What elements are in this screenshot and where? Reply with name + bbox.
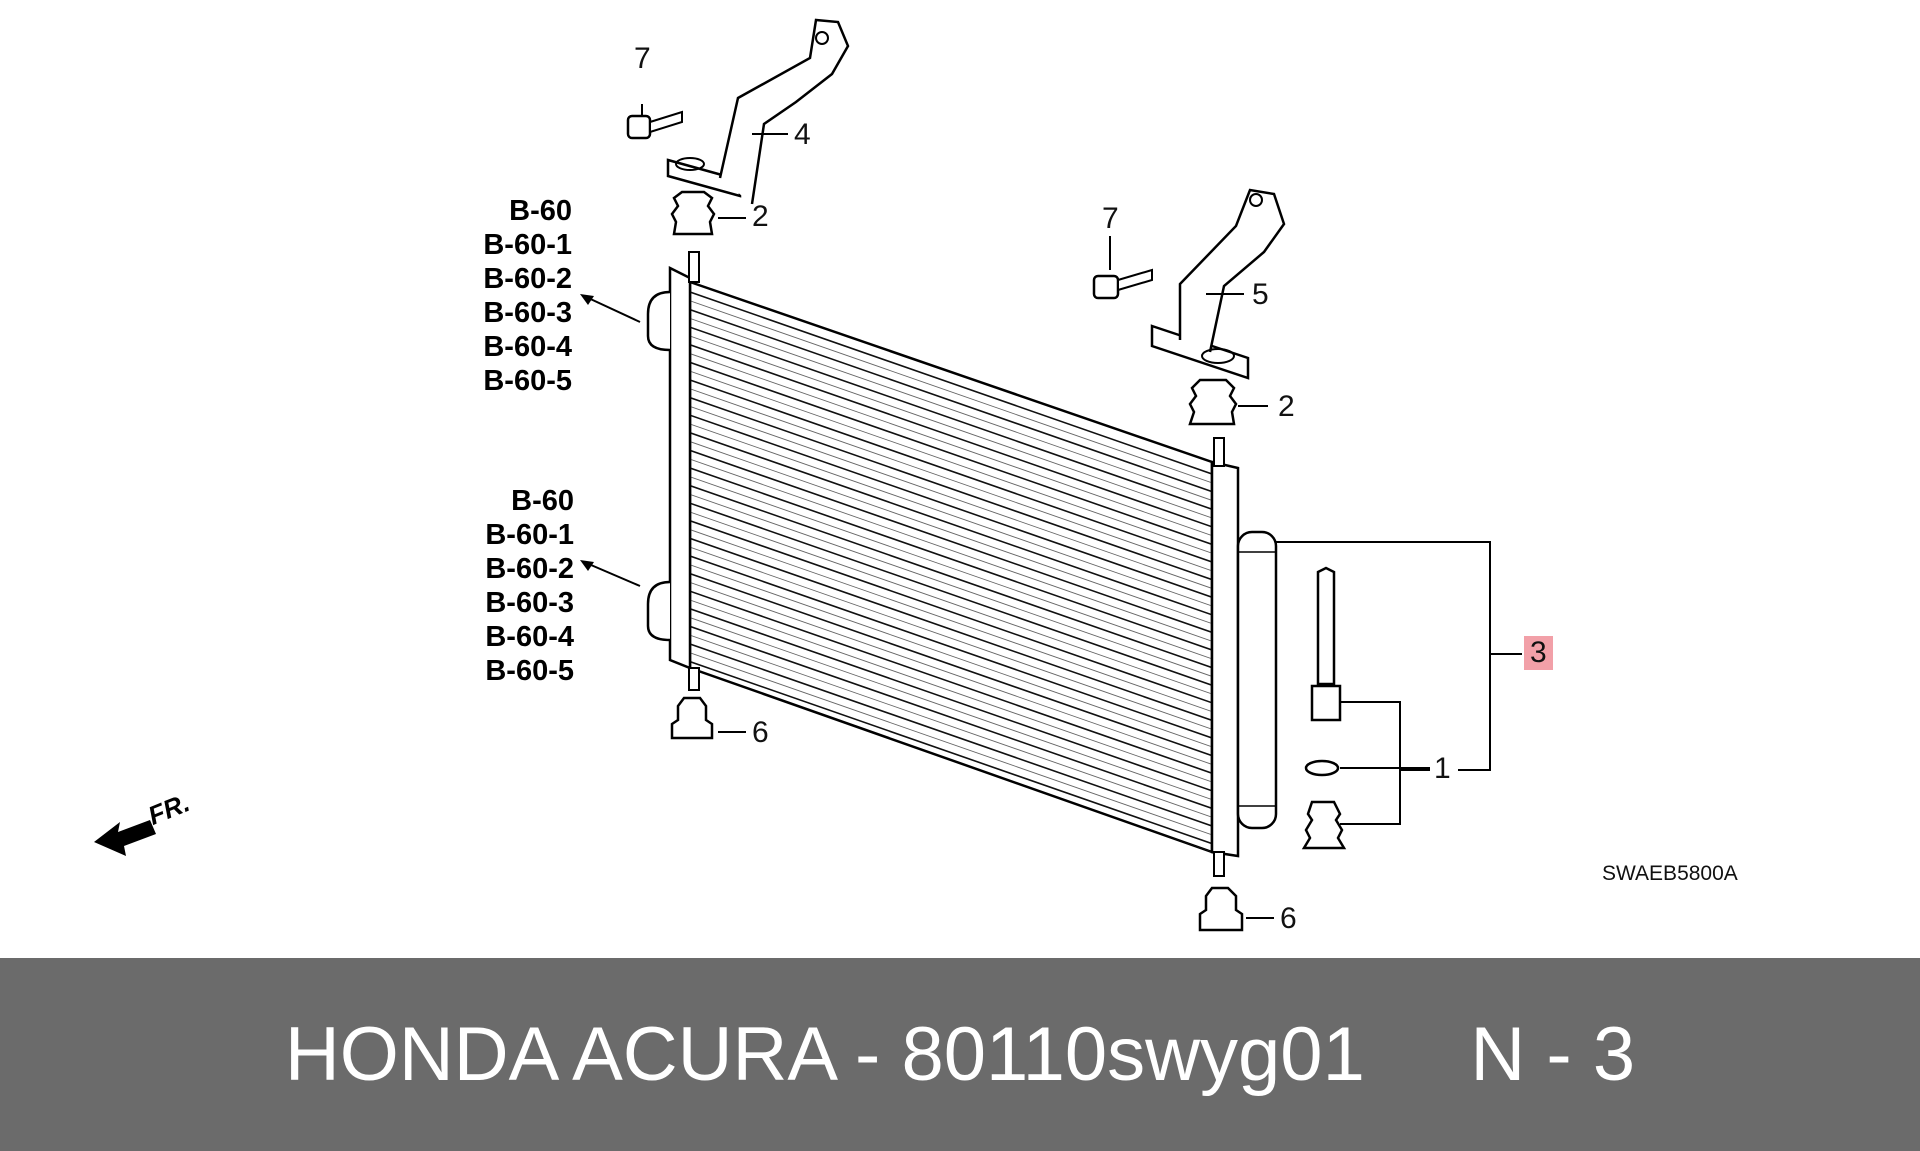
ref-label[interactable]: B-60-5 — [483, 365, 572, 397]
condenser-fin — [690, 634, 1212, 818]
callout-assembly[interactable]: 3 — [1524, 636, 1553, 670]
condenser-fin — [690, 572, 1212, 757]
condenser-fin — [690, 467, 1212, 651]
reference-arrowheads — [580, 294, 594, 571]
condenser-fin — [690, 484, 1212, 669]
condenser-fin — [690, 608, 1212, 792]
condenser-fin — [690, 581, 1212, 765]
ref-label[interactable]: B-60-4 — [485, 621, 574, 653]
condenser-fin — [690, 441, 1212, 625]
ref-label[interactable]: B-60-4 — [483, 331, 572, 363]
leader-lines — [583, 104, 1522, 919]
condenser-fin — [690, 396, 1212, 581]
drawing-code: SWAEB5800A — [1602, 862, 1738, 885]
parts-diagram: B-60 B-60-1 B-60-2 B-60-3 B-60-4 B-60-5 … — [94, 18, 1738, 935]
callout-cushion-bottom-left[interactable]: 6 — [752, 716, 769, 749]
condenser-fin — [690, 546, 1212, 730]
condenser-fin — [690, 449, 1212, 634]
callout-bracket-right[interactable]: 5 — [1252, 278, 1269, 311]
footer-title: HONDA ACURA - 80110swyg01 N - 3 — [284, 1012, 1636, 1097]
condenser-fin — [690, 643, 1212, 827]
condenser-fin — [690, 458, 1212, 642]
ref-label[interactable]: B-60-3 — [485, 587, 574, 619]
callout-receiver-set[interactable]: 1 — [1434, 752, 1451, 785]
callout-cushion-top-left[interactable]: 2 — [752, 200, 769, 233]
condenser-fin — [690, 335, 1212, 519]
condenser-fin — [690, 344, 1212, 528]
desiccant-set — [1301, 566, 1347, 850]
condenser-fin — [690, 511, 1212, 695]
condenser-fin — [690, 370, 1212, 554]
bracket-upper-left — [666, 18, 850, 205]
condenser-fin — [690, 317, 1212, 501]
ref-label[interactable]: B-60 — [511, 485, 574, 517]
footer-bar: HONDA ACURA - 80110swyg01 N - 3 — [0, 958, 1920, 1151]
condenser-fin — [690, 432, 1212, 616]
ref-group-lower: B-60 B-60-1 B-60-2 B-60-3 B-60-4 B-60-5 — [394, 484, 574, 688]
callout-bracket-left[interactable]: 4 — [794, 118, 811, 151]
ref-label[interactable]: B-60-2 — [483, 263, 572, 295]
condenser-fin — [690, 423, 1212, 607]
condenser-fin — [690, 388, 1212, 572]
condenser-fin — [690, 529, 1212, 713]
cushion-top-right — [1188, 378, 1238, 426]
condenser-fin — [690, 502, 1212, 686]
condenser-fin — [690, 308, 1212, 493]
condenser-fin — [690, 537, 1212, 722]
condenser-fin — [690, 625, 1212, 810]
ref-label[interactable]: B-60-2 — [485, 553, 574, 585]
condenser-fin — [690, 520, 1212, 704]
bolt-upper-left — [626, 110, 683, 140]
callout-cushion-top-right[interactable]: 2 — [1278, 390, 1295, 423]
callout-cushion-bottom-right[interactable]: 6 — [1280, 902, 1297, 935]
condenser-fin — [690, 291, 1212, 475]
ref-label[interactable]: B-60-1 — [485, 519, 574, 551]
condenser-fin — [690, 405, 1212, 589]
condenser-fin — [690, 617, 1212, 801]
condenser-fin — [690, 476, 1212, 660]
ref-label[interactable]: B-60 — [509, 195, 572, 227]
condenser-fin — [690, 652, 1212, 836]
condenser-fin — [690, 564, 1212, 748]
bracket-upper-right — [1150, 188, 1286, 380]
condenser-fin — [690, 414, 1212, 598]
condenser-fin — [690, 660, 1212, 845]
callout-bolt-right[interactable]: 7 — [1102, 202, 1119, 235]
condenser-fin — [690, 555, 1212, 739]
condenser-fin — [690, 326, 1212, 510]
condenser-fin — [690, 493, 1212, 677]
receiver-dryer — [1236, 530, 1278, 830]
ref-group-upper: B-60 B-60-1 B-60-2 B-60-3 B-60-4 B-60-5 — [392, 194, 572, 398]
condenser-fin — [690, 379, 1212, 563]
cushion-top-left — [670, 190, 716, 236]
condenser-fin — [690, 300, 1212, 484]
callout-bolt-left[interactable]: 7 — [634, 42, 651, 75]
ref-label[interactable]: B-60-1 — [483, 229, 572, 261]
cushion-bottom-left — [670, 696, 714, 740]
condenser-core — [646, 251, 1240, 877]
front-arrow-icon — [94, 820, 156, 856]
condenser-fin — [690, 590, 1212, 774]
condenser-fin — [690, 361, 1212, 546]
cushion-bottom-right — [1198, 886, 1244, 932]
ref-label[interactable]: B-60-5 — [485, 655, 574, 687]
bolt-upper-right — [1092, 268, 1153, 300]
condenser-illustration — [94, 18, 1522, 932]
condenser-fin — [690, 599, 1212, 783]
ref-label[interactable]: B-60-3 — [483, 297, 572, 329]
condenser-fin — [690, 353, 1212, 537]
